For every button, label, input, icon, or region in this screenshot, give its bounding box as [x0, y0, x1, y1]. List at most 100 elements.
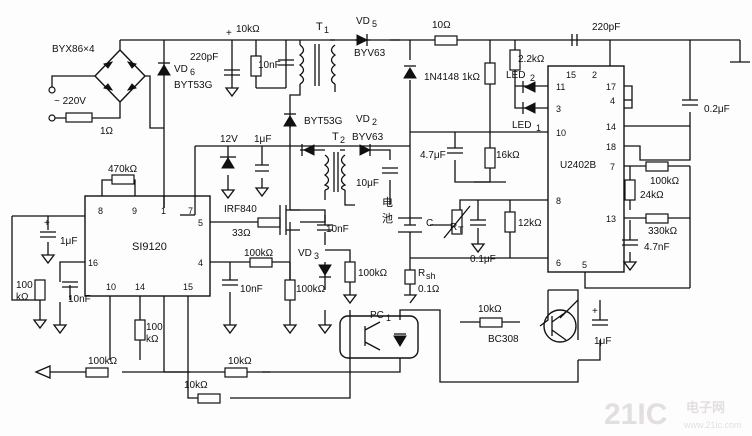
resistor-100k-right: [645, 161, 669, 172]
u2402b-chip: [547, 65, 625, 273]
watermark-url: www.21ic.com: [683, 420, 742, 430]
label-c02uf: 0.2μF: [704, 104, 730, 115]
resistor-100k-bottom: [134, 319, 146, 341]
capacitors: [40, 34, 698, 326]
diode-1n4148: [403, 67, 417, 79]
resistor-1ohm: [65, 112, 93, 123]
resistor-100k-feedback: [85, 367, 109, 378]
u2402b-pin-17: 17: [606, 82, 616, 92]
label-r-1ohm: 1Ω: [100, 126, 114, 137]
t2-primary: [323, 154, 330, 191]
label-vd3: VD: [298, 248, 312, 259]
u2402b-pin-8: 8: [556, 196, 561, 206]
u2402b-pin-6: 6: [556, 258, 561, 268]
label-c1uf-b: 1μF: [60, 236, 77, 247]
label-u2402b: U2402B: [560, 160, 596, 171]
label-ac-input: ~ 220V: [54, 96, 86, 107]
cap-10nf-b: [62, 281, 78, 288]
watermark: 21IC 电子网 www.21ic.com: [604, 398, 742, 431]
resistor-330k: [645, 213, 669, 224]
cap-10nf-c: [317, 224, 333, 231]
label-r100k-bottom: 100: [146, 322, 163, 333]
label-byt53g-b: BYT53G: [304, 116, 343, 127]
label-led1: LED: [512, 120, 531, 131]
si9120-pin-14: 14: [135, 282, 145, 292]
label-rsh-sub: sh: [426, 271, 436, 281]
resistor-100k-b: [284, 279, 296, 301]
label-byx86: BYX86×4: [52, 44, 95, 55]
label-rsh: R: [418, 268, 425, 279]
label-c1uf-a: 1μF: [254, 134, 271, 145]
u2402b-pin-18: 18: [606, 142, 616, 152]
label-byv63-b: BYV63: [352, 132, 384, 143]
u2402b-pin-7: 7: [610, 162, 615, 172]
transistor-bc308: [543, 309, 577, 343]
component-labels: BYX86×4 ~ 220V 1Ω VD 6 BYT53G 220pF 10kΩ…: [16, 16, 730, 391]
label-t1-sub: 1: [324, 25, 329, 35]
diodes: [157, 34, 536, 347]
led2-symbol: [523, 81, 536, 93]
label-r330k: 330kΩ: [648, 226, 678, 237]
u2402b-pin-10: 10: [556, 128, 566, 138]
label-r10k-c: 10kΩ: [228, 356, 252, 367]
u2402b-pin-15: 15: [566, 70, 576, 80]
cap-10nf-a: [278, 59, 294, 66]
label-r24k: 24kΩ: [640, 190, 664, 201]
resistor-rsh: [404, 269, 416, 285]
label-led1-sub: 1: [536, 123, 541, 133]
cap-47nf: [622, 239, 638, 246]
si9120-pin-15: 15: [183, 282, 193, 292]
label-12v: 12V: [220, 134, 238, 145]
label-r10ohm: 10Ω: [432, 20, 451, 31]
u2402b-pin-2: 2: [592, 70, 597, 80]
transformers: [298, 44, 347, 192]
si9120-pin-10: 10: [106, 282, 116, 292]
resistor-24k: [624, 179, 636, 201]
si9120-pin-7: 7: [188, 206, 193, 216]
diode-byt53g-b: [283, 115, 297, 127]
ac-terminal-2: [48, 114, 56, 122]
si9120-chip: [84, 195, 211, 297]
si9120-pin-numbers: 8 9 1 7 5 4 16 10 14 15: [88, 206, 203, 292]
resistor-2k2: [509, 49, 521, 71]
diode-vd5: [356, 34, 369, 46]
resistor-10ohm: [434, 35, 458, 46]
label-1n4148: 1N4148: [424, 72, 459, 83]
label-c47uf: 4.7μF: [420, 150, 446, 161]
label-t2: T: [332, 131, 339, 143]
cap-10nf-d: [222, 279, 238, 286]
label-c220p-a: 220pF: [190, 52, 218, 63]
label-r100k-b: 100kΩ: [296, 284, 326, 295]
si9120-pin-4: 4: [198, 258, 203, 268]
zener-12v: [221, 157, 235, 169]
watermark-logo: 21IC: [604, 398, 667, 431]
cap-1uf-b: [40, 231, 56, 238]
t1-primary: [298, 44, 305, 85]
resistor-10k-c: [224, 367, 248, 378]
cap-1uf-c: [592, 319, 608, 326]
label-bc308: BC308: [488, 334, 519, 345]
ground-symbols: [32, 87, 638, 335]
label-byt53g-a: BYT53G: [174, 80, 213, 91]
label-vd5-sub: 5: [372, 19, 377, 29]
label-c10uf: 10μF: [356, 178, 379, 189]
resistor-1k: [484, 62, 496, 85]
u2402b-pin-14: 14: [606, 122, 616, 132]
cap-220pf-b: [571, 34, 578, 46]
feedback-arrow: [34, 365, 51, 379]
label-r100k-feedback: 100kΩ: [88, 356, 118, 367]
resistor-100k-left: [34, 279, 46, 301]
diode-vd6: [157, 64, 171, 76]
resistor-16k: [484, 147, 496, 169]
label-r100k-c: 100kΩ: [358, 268, 388, 279]
u2402b-pin-numbers: 15 2 11 3 10 8 6 5 17 4 14 18 7 13: [556, 70, 616, 270]
label-c: C: [426, 218, 433, 229]
label-r2k2: 2.2kΩ: [518, 54, 545, 65]
u2402b-pin-3: 3: [556, 104, 561, 114]
label-vd2: VD: [356, 114, 370, 125]
u2402b-pin-11: 11: [556, 82, 565, 92]
si9120-pin-9: 9: [132, 206, 137, 216]
label-r10k-a: 10kΩ: [236, 24, 260, 35]
label-r16k: 16kΩ: [496, 150, 520, 161]
